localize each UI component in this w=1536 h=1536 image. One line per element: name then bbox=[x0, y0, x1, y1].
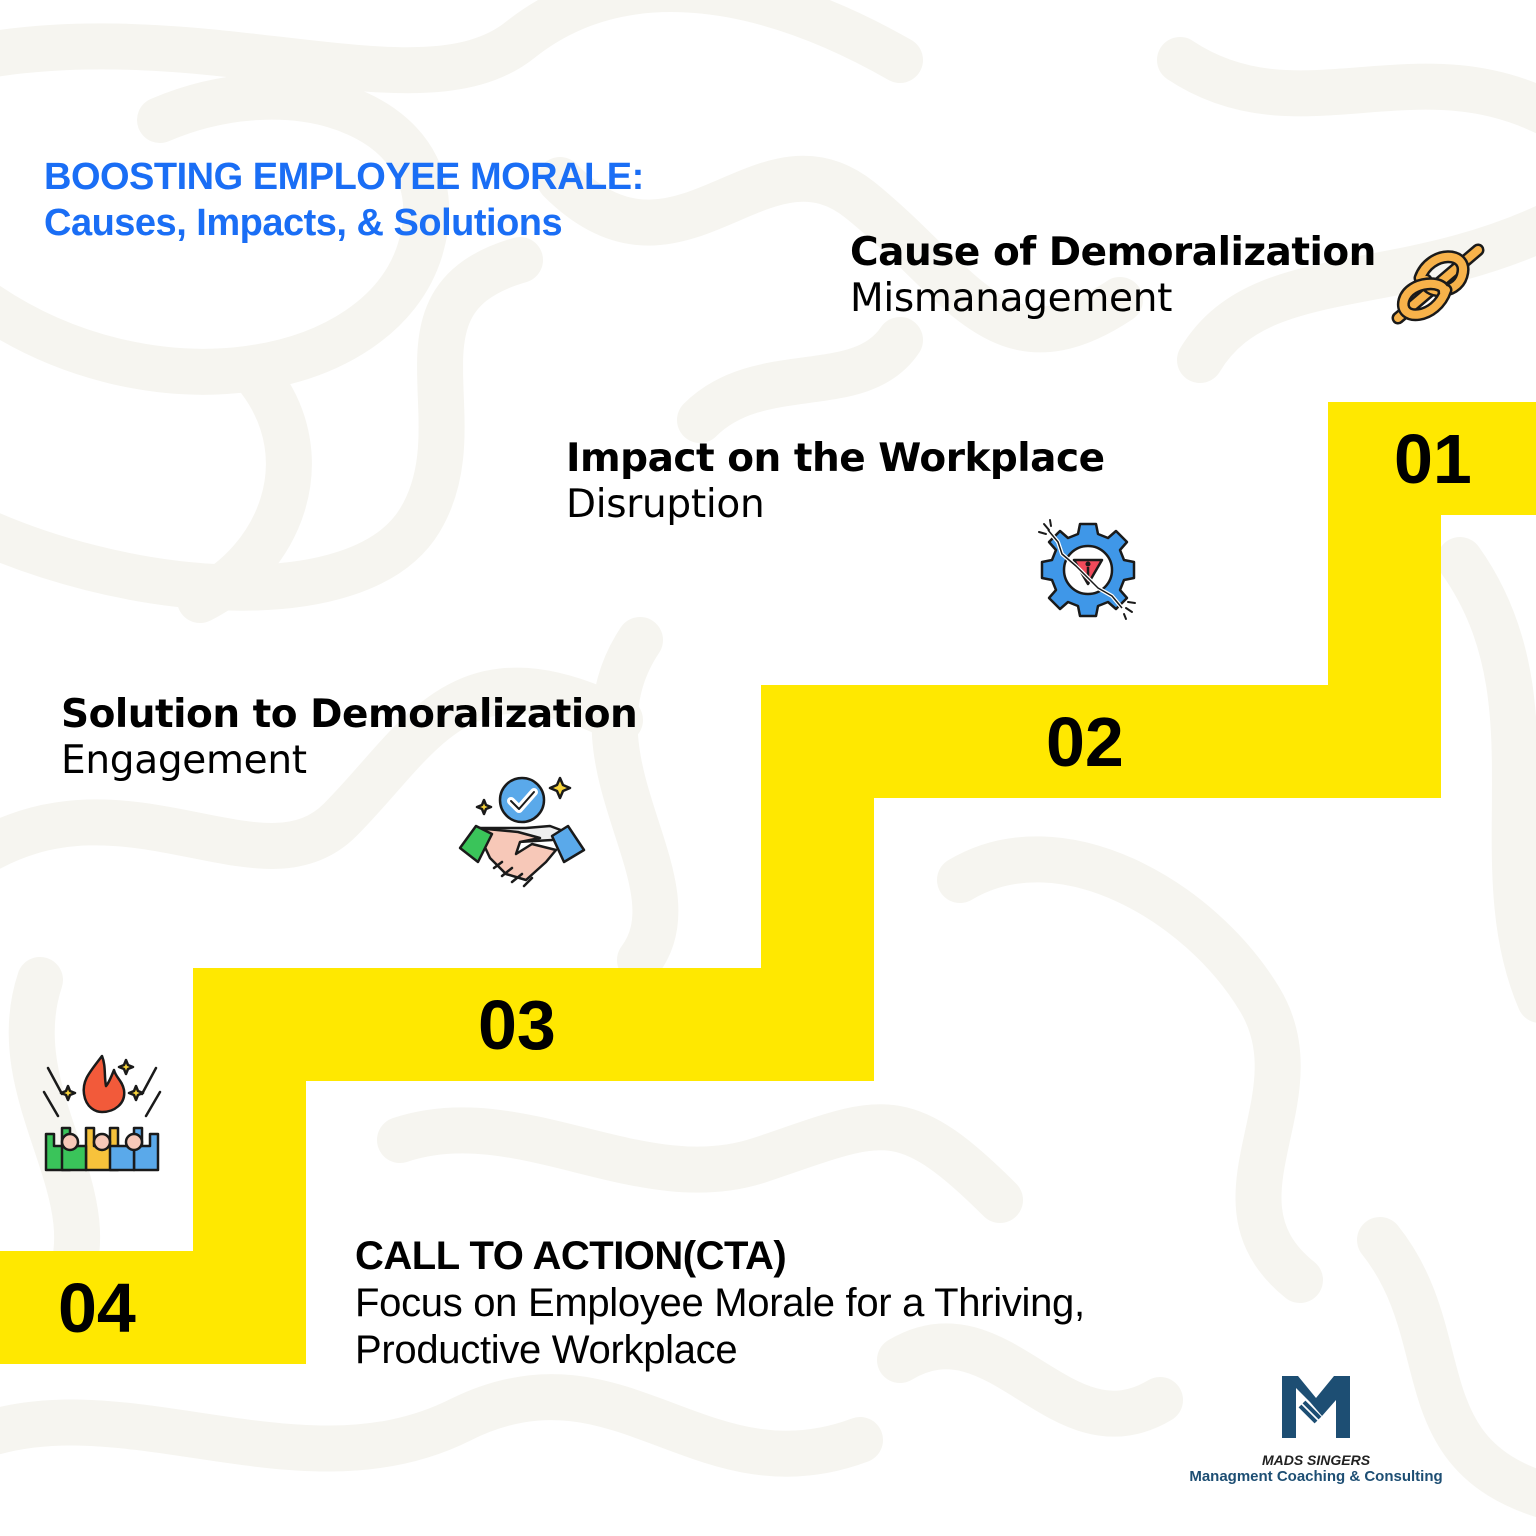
step-02-block bbox=[761, 685, 1441, 798]
title-line-1: BOOSTING EMPLOYEE MORALE: bbox=[44, 156, 644, 198]
team-fire-motivation-icon bbox=[42, 1054, 162, 1172]
title-line-2: Causes, Impacts, & Solutions bbox=[44, 202, 563, 244]
logo-m-mark-icon bbox=[1282, 1376, 1350, 1438]
logo-company-name: MADS SINGERS bbox=[1261, 1452, 1371, 1468]
step-02-subtext: Disruption bbox=[566, 482, 765, 527]
knot-icon bbox=[1391, 243, 1485, 325]
step-03-subtext: Engagement bbox=[61, 738, 307, 783]
step-number-03: 03 bbox=[478, 986, 556, 1064]
page-title: BOOSTING EMPLOYEE MORALE: Causes, Impact… bbox=[44, 154, 644, 246]
step-01-heading: Cause of Demoralization bbox=[850, 230, 1376, 275]
step-03-heading: Solution to Demoralization bbox=[61, 692, 638, 737]
step-02-heading: Impact on the Workplace bbox=[566, 436, 1105, 481]
step-number-01: 01 bbox=[1394, 420, 1472, 498]
step-01-text: Cause of Demoralization Mismanagement bbox=[850, 230, 1376, 322]
step-01-subtext: Mismanagement bbox=[850, 276, 1173, 321]
handshake-check-icon bbox=[458, 776, 586, 888]
step-03-block bbox=[193, 968, 874, 1081]
step-03-text: Solution to Demoralization Engagement bbox=[61, 692, 638, 784]
cta-heading: CALL TO ACTION(CTA) bbox=[355, 1234, 787, 1278]
step-number-04: 04 bbox=[58, 1269, 136, 1347]
broken-gear-warning-icon bbox=[1038, 519, 1136, 620]
logo-tagline: Managment Coaching & Consulting bbox=[1189, 1468, 1443, 1485]
brand-logo: MADS SINGERS Managment Coaching & Consul… bbox=[1186, 1376, 1446, 1485]
step-number-02: 02 bbox=[1046, 703, 1124, 781]
step-02-text: Impact on the Workplace Disruption bbox=[566, 436, 1105, 528]
step-04-block bbox=[0, 1251, 306, 1364]
cta-subtext-line-2: Productive Workplace bbox=[355, 1328, 738, 1372]
step-04-text: CALL TO ACTION(CTA) Focus on Employee Mo… bbox=[355, 1232, 1085, 1374]
cta-subtext-line-1: Focus on Employee Morale for a Thriving, bbox=[355, 1281, 1085, 1325]
